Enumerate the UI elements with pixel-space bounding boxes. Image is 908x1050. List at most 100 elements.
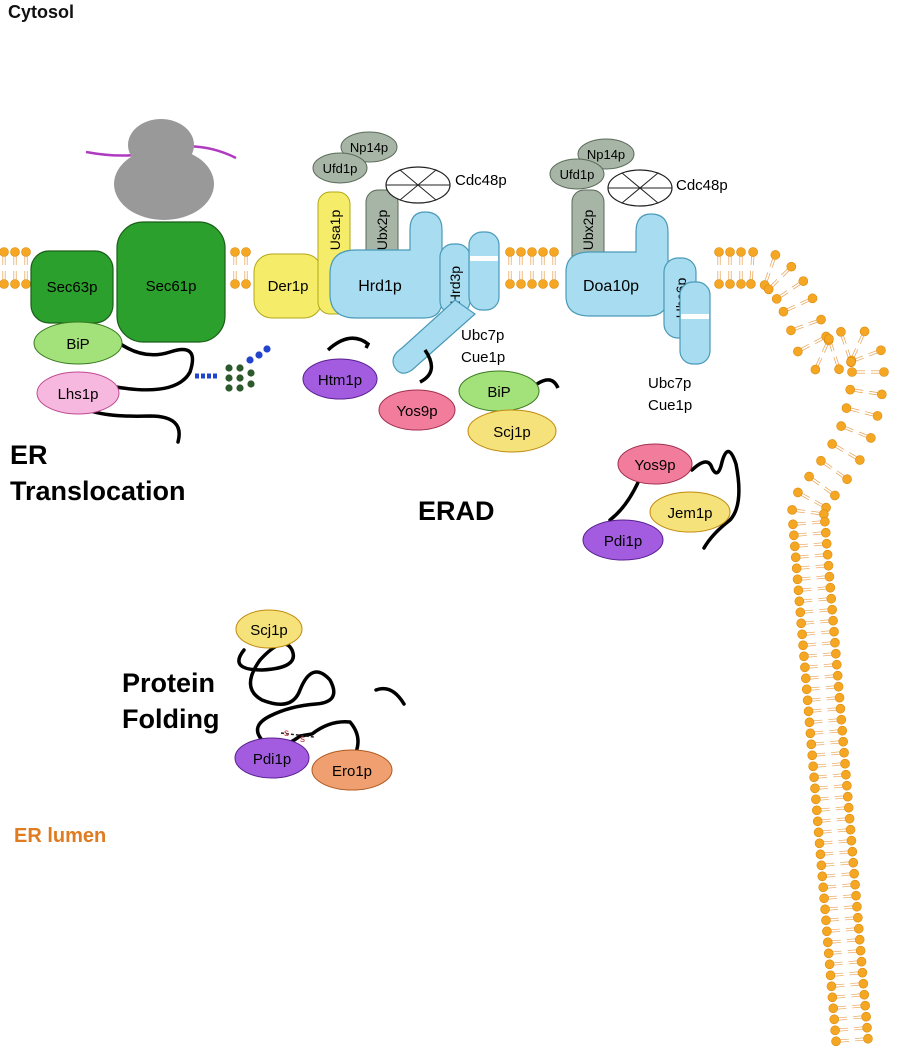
doa10-protein [565, 213, 669, 317]
cdc48-label: Cdc48p [455, 172, 507, 189]
lipid-pair [736, 247, 746, 289]
lipid-pair [814, 454, 854, 486]
lipid-pair [821, 923, 864, 937]
lipid-pair [811, 802, 854, 816]
lipid-pair [824, 956, 867, 970]
folding-pdi1-label: Pdi1p [253, 751, 291, 768]
erad-scj1-protein [467, 409, 557, 453]
lipid-pair [812, 813, 855, 827]
protein-folding-title-line1: Protein [122, 668, 215, 698]
lipid-pair [796, 615, 839, 629]
er-membrane [0, 246, 889, 1047]
lipid-pair [714, 247, 724, 289]
doa10-cdc48-label: Cdc48p [676, 177, 728, 194]
bip-protein [33, 321, 123, 365]
disulfide-s2: s [300, 734, 305, 745]
doa10-ufd1-label: Ufd1p [560, 167, 595, 182]
lipid-pair [505, 247, 515, 289]
translocation-complex: Sec63p Sec61p BiP Lhs1p [30, 119, 271, 444]
lipid-pair [816, 857, 859, 871]
doa10-label: Doa10p [583, 278, 639, 295]
np14-protein [340, 131, 398, 163]
lumen-pdi1-label: Pdi1p [604, 533, 642, 550]
ufd1-protein [312, 152, 368, 184]
der1-label: Der1p [268, 278, 309, 295]
lipid-pair [827, 989, 870, 1003]
cue1-label: Cue1p [461, 349, 505, 366]
lipid-pair [818, 879, 861, 893]
lipid-pair [806, 736, 849, 750]
erad-scj1-label: Scj1p [493, 424, 531, 441]
hrd1-protein [329, 211, 443, 319]
lipid-pair [825, 967, 868, 981]
protein-folding-cluster: s s Scj1p Pdi1p Ero1p [234, 609, 406, 791]
lhs1-label: Lhs1p [58, 386, 99, 403]
ribosome-large-subunit [114, 148, 214, 220]
lipid-pair [808, 769, 852, 783]
lipid-pair [834, 419, 878, 445]
cytosol-label: Cytosol [8, 2, 74, 22]
cdc48-hexamer [385, 166, 451, 204]
ubc7-label: Ubc7p [461, 327, 504, 344]
yos9-protein [378, 389, 456, 431]
lipid-pair [804, 714, 847, 728]
lipid-pair [815, 846, 858, 860]
htm1-label: Htm1p [318, 372, 362, 389]
lipid-pair [817, 868, 860, 882]
usa1-label: Usa1p [327, 210, 343, 251]
lipid-pair [822, 934, 865, 948]
lipid-pair [798, 648, 842, 662]
jem1-label: Jem1p [667, 505, 712, 522]
doa10-ubx2-label: Ubx2p [580, 210, 596, 251]
lipid-pair [818, 890, 862, 904]
lipid-pair [801, 681, 844, 695]
lipid-pair [745, 246, 759, 290]
lipid-pair [819, 901, 863, 915]
lipid-pair [791, 560, 834, 574]
doa10-complex: Np14p Ufd1p Cdc48p Ubx2p Doa10p Ubc6p Ub… [549, 138, 728, 414]
lipid-pair [789, 538, 832, 552]
lipid-pair [527, 247, 537, 289]
lipid-pair [516, 247, 526, 289]
np14-label: Np14p [350, 140, 388, 155]
lipid-pair [822, 332, 846, 376]
ero1-label: Ero1p [332, 763, 372, 780]
lipid-pair [793, 582, 836, 596]
lipid-pair [790, 549, 833, 563]
ubx2-label: Ubx2p [374, 210, 390, 251]
yos9-label: Yos9p [396, 403, 437, 420]
lipid-pair [770, 274, 810, 306]
lipid-pair [826, 978, 869, 992]
lipid-pair [814, 835, 857, 849]
erad-substrate-chain-2 [419, 349, 434, 384]
lipid-pair [823, 945, 866, 959]
n-glycan [195, 345, 271, 392]
lipid-pair [788, 527, 831, 541]
er-lumen-label: ER lumen [14, 825, 106, 847]
folding-pdi1-protein [234, 737, 310, 779]
folding-scj1-label: Scj1p [250, 622, 288, 639]
lhs1-protein [36, 371, 120, 415]
lipid-pair [810, 791, 853, 805]
lipid-pair [10, 247, 20, 289]
ubc6-tm-segment [679, 281, 711, 365]
jem1-protein [649, 491, 731, 533]
lipid-pair [795, 604, 838, 618]
lipid-pair [796, 626, 840, 640]
sec61-label: Sec61p [146, 278, 197, 295]
ufd1-label: Ufd1p [323, 161, 358, 176]
disulfide-bond [280, 732, 315, 738]
lipid-pair [844, 384, 888, 400]
lipid-pair [800, 670, 843, 684]
lipid-pair [840, 402, 884, 422]
lipid-pair [847, 367, 889, 377]
doa10-np14-label: Np14p [587, 147, 625, 162]
erad-substrate-chain-3 [536, 378, 560, 389]
doa10-cue1-label: Cue1p [648, 397, 692, 414]
lumen-yos9-protein [617, 443, 693, 485]
lipid-pair [241, 247, 251, 289]
lumen-yos9-label: Yos9p [634, 457, 675, 474]
hrd3-label: Hrd3p [447, 266, 463, 304]
sec61-protein [116, 221, 226, 343]
erad-bip-label: BiP [487, 384, 510, 401]
